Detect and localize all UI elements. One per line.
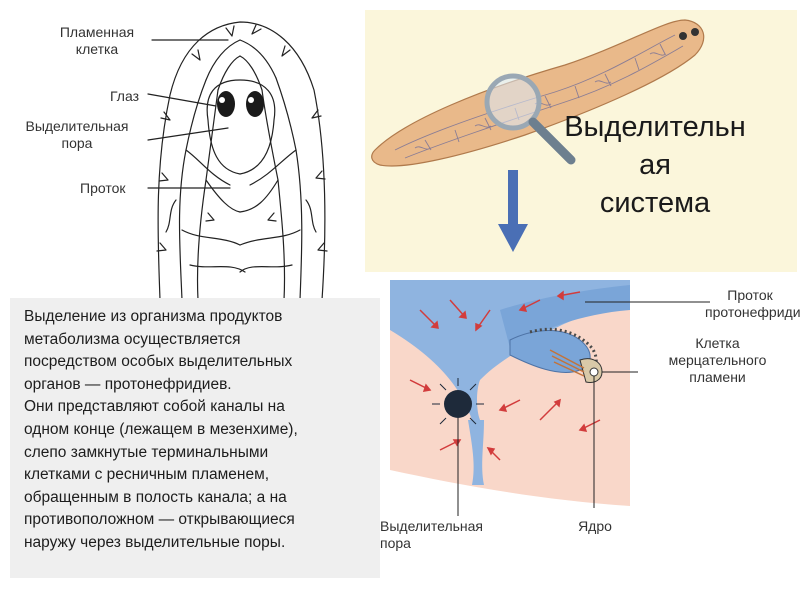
nucleus	[590, 368, 598, 376]
left-eye	[217, 91, 235, 117]
down-arrow-icon	[496, 168, 530, 254]
excretory-pore-opening	[444, 390, 472, 418]
label-duct: Проток	[80, 180, 150, 197]
label-flame-cell: Пламенная клетка	[42, 24, 152, 58]
label-excretory-pore-detail: Выделительная пора	[380, 518, 530, 552]
label-protonephridium-duct: Проток протонефридия	[705, 287, 795, 321]
body-outline	[158, 22, 325, 300]
page-title: Выделительн ая система	[550, 108, 760, 222]
label-eye: Глаз	[110, 88, 150, 105]
description-box: Выделение из организма продуктов метабол…	[10, 298, 380, 578]
right-eye	[246, 91, 264, 117]
label-excretory-pore: Выделительная пора	[4, 118, 150, 152]
description-text: Выделение из организма продуктов метабол…	[24, 306, 370, 555]
label-nucleus: Ядро	[570, 518, 620, 535]
label-flame-cell-detail: Клетка мерцательного пламени	[640, 335, 795, 386]
